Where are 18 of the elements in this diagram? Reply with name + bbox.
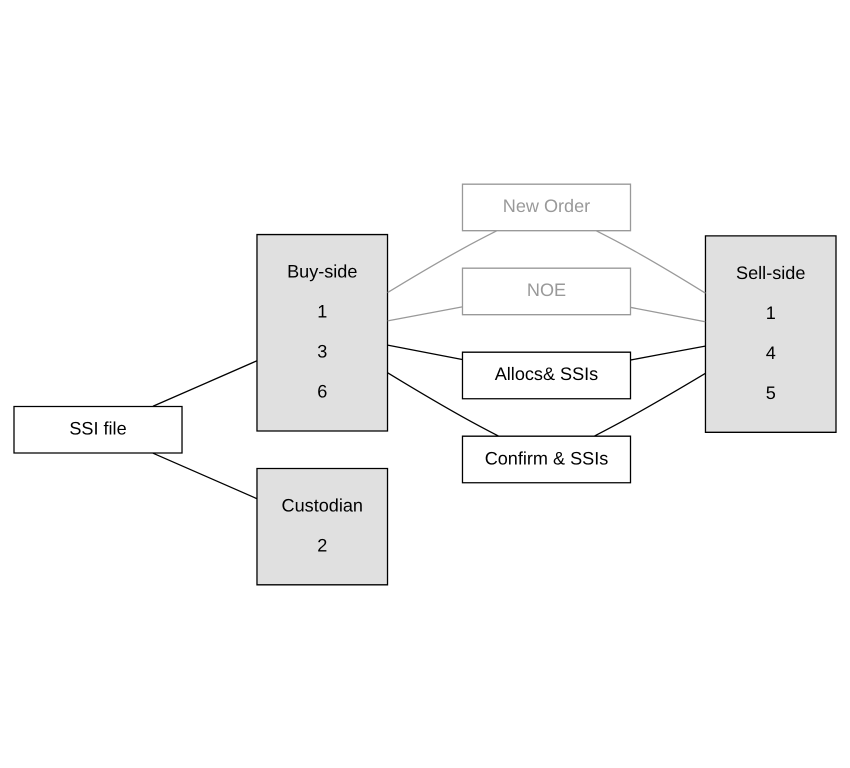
connector (630, 344, 706, 360)
connector (387, 230, 498, 293)
node-box: Sell-side 1 4 5 (704, 234, 837, 432)
connector (388, 344, 462, 360)
connector (594, 372, 706, 436)
connector (152, 360, 257, 406)
node-box: Buy-side 1 3 6 (256, 233, 388, 432)
node-box: Custodian 2 (256, 467, 388, 585)
node-box: NOE (462, 267, 632, 315)
connector (596, 230, 706, 294)
node-box: New Order (462, 183, 632, 231)
node-box: Allocs& SSIs (462, 351, 632, 399)
connector (630, 306, 706, 322)
connector (387, 372, 499, 436)
connector (388, 306, 462, 321)
connector (152, 452, 257, 499)
node-box: Confirm & SSIs (462, 435, 632, 483)
node-box: SSI file (13, 405, 183, 454)
